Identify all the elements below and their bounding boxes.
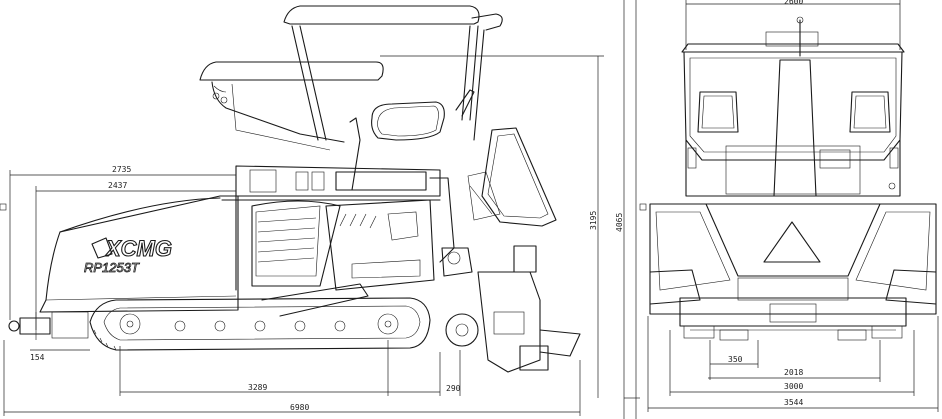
dim-height-roof: 3195 bbox=[589, 211, 598, 230]
canopy-lowered bbox=[199, 61, 384, 151]
brand-logo: XCMG bbox=[104, 236, 172, 261]
dim-width-b: 3000 bbox=[784, 382, 803, 391]
brand-lettering: XCMG RP1253T bbox=[84, 235, 173, 275]
model-label: RP1253T bbox=[84, 260, 140, 275]
dim-width-a: 2018 bbox=[784, 368, 803, 377]
side-dimensions: 2735 2437 3289 290 6980 154 3195 bbox=[3, 0, 640, 419]
side-view: XCMG RP1253T 2735 2437 3289 290 6980 bbox=[3, 0, 640, 419]
track-undercarriage bbox=[89, 283, 431, 351]
dim-clearance: 154 bbox=[30, 353, 45, 362]
dim-top-width: 2600 bbox=[784, 0, 803, 6]
dim-small: 350 bbox=[728, 355, 743, 364]
dim-length-b: 2437 bbox=[108, 181, 127, 190]
operator-station bbox=[349, 89, 475, 191]
dim-overall-length: 6980 bbox=[290, 403, 309, 412]
rear-hitch bbox=[8, 311, 89, 340]
dim-height-total: 4065 bbox=[615, 213, 624, 232]
dim-track-length: 3289 bbox=[248, 383, 267, 392]
warning-triangle bbox=[763, 221, 821, 263]
dim-front-offset: 290 bbox=[446, 384, 461, 393]
hopper-wing bbox=[467, 127, 557, 227]
screed-assembly bbox=[445, 245, 581, 373]
dim-overall-width: 3544 bbox=[784, 398, 803, 407]
logo-mark bbox=[91, 237, 113, 259]
canopy-raised bbox=[283, 5, 503, 141]
main-body bbox=[39, 165, 473, 313]
dim-length-a: 2735 bbox=[112, 165, 131, 174]
